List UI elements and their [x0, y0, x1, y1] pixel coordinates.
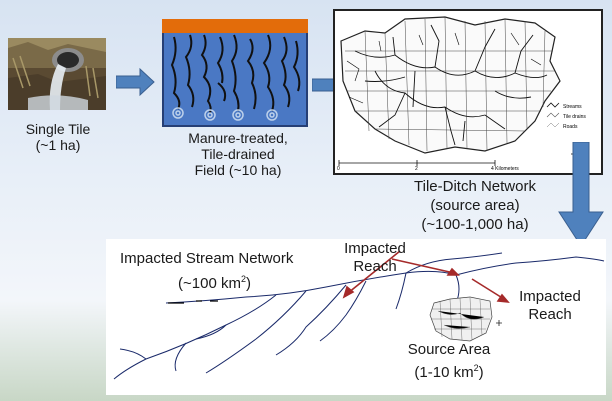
tile-outlet-photo — [8, 38, 106, 110]
source-area-label: Source Area (1-10 km2) — [392, 340, 506, 382]
field-label: Manure-treated, Tile-drained Field (~10 … — [166, 130, 310, 178]
map-legend: Streams Tile drains Roads — [546, 102, 586, 130]
map-scale-bar: 0 2 4 Kilometers — [337, 160, 519, 172]
impacted-stream-network-panel: Impacted Stream Network (~100 km2) Impac… — [106, 239, 606, 395]
impacted-reach-label-1: Impacted Reach — [344, 240, 406, 275]
legend-roads: Roads — [563, 124, 578, 130]
stream-network-label: Impacted Stream Network (~100 km2) — [120, 249, 330, 294]
field-label-line2: Tile-drained — [201, 146, 275, 162]
stream-network-area: (~100 km2) — [178, 274, 251, 292]
single-tile-area: (~1 ha) — [35, 137, 81, 153]
tile-ditch-network-map: Streams Tile drains Roads 0 2 4 Kilomete… — [333, 9, 603, 175]
manure-layer — [162, 19, 308, 33]
source-area-title: Source Area — [407, 341, 491, 358]
legend-streams: Streams — [563, 104, 582, 110]
single-tile-label: Single Tile (~1 ha) — [14, 121, 102, 153]
network-subtitle: (source area) — [430, 197, 520, 214]
scale-label-4: 4 Kilometers — [491, 166, 519, 172]
tile-drained-field — [162, 19, 308, 127]
scale-label-2: 2 — [415, 166, 418, 172]
source-area-mini-map — [429, 296, 502, 342]
source-area-size: (1-10 km2) — [414, 363, 484, 381]
field-label-line1: Manure-treated, — [188, 130, 288, 146]
field-label-line3: Field (~10 ha) — [194, 162, 282, 178]
impacted-reach-label-2: Impacted Reach — [519, 288, 581, 323]
stream-network-title: Impacted Stream Network — [120, 250, 294, 267]
scale-label-0: 0 — [337, 166, 340, 172]
flow-arrow-down — [558, 142, 604, 247]
single-tile-title: Single Tile — [25, 121, 91, 137]
legend-tile-drains: Tile drains — [563, 114, 586, 120]
network-label: Tile-Ditch Network (source area) (~100-1… — [360, 177, 590, 234]
network-area: (~100-1,000 ha) — [421, 216, 529, 233]
network-title: Tile-Ditch Network — [414, 178, 536, 195]
flow-arrow-1 — [116, 67, 155, 97]
